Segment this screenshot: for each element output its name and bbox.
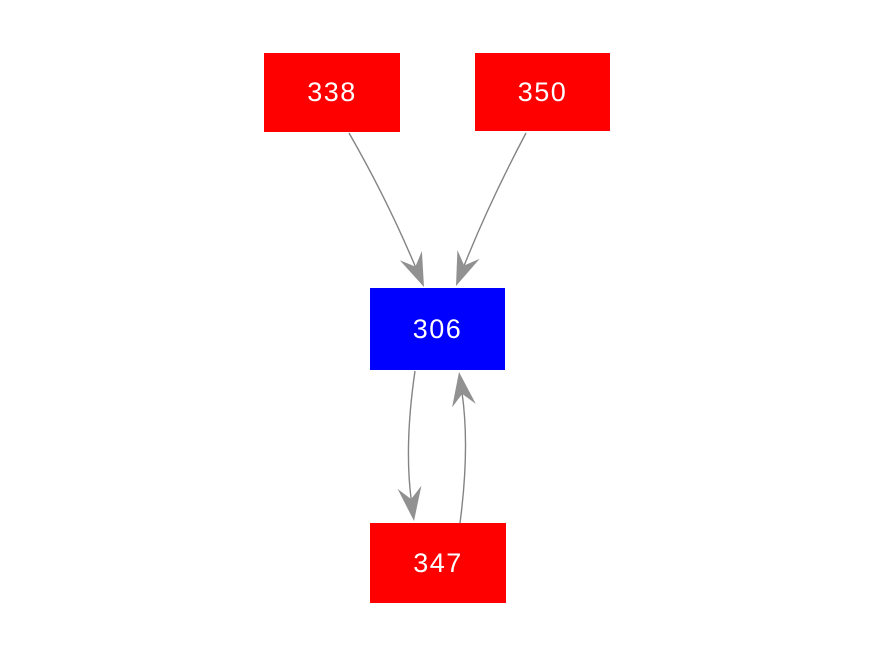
arrowhead-338-306 (399, 251, 424, 287)
edge-347-306 (459, 391, 467, 524)
node-306[interactable]: 306 (370, 288, 505, 370)
node-label: 347 (413, 547, 463, 578)
arrowhead-306-347 (397, 485, 422, 521)
node-label: 306 (412, 313, 463, 344)
node-label: 338 (307, 77, 357, 107)
node-label: 350 (517, 76, 568, 107)
edge-350-306 (462, 132, 527, 268)
edge-338-306 (348, 132, 417, 269)
arrowhead-347-306 (452, 372, 476, 408)
edge-306-347 (407, 370, 416, 502)
arrowhead-350-306 (456, 250, 480, 286)
node-338[interactable]: 338 (264, 53, 400, 132)
node-347[interactable]: 347 (370, 523, 506, 603)
node-350[interactable]: 350 (475, 53, 610, 131)
